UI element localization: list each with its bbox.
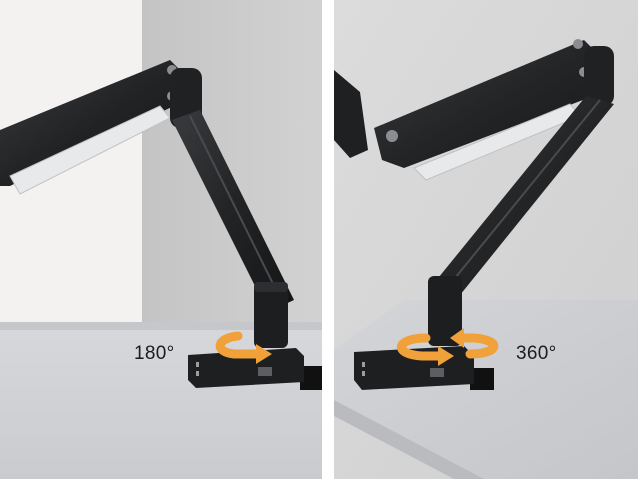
panel-360: 360° [334,0,638,479]
rotation-arrowhead [450,328,464,348]
pivot-screw [386,130,398,142]
desk-edge [334,400,484,479]
usb-port [196,362,199,367]
monitor-mount [334,70,368,158]
pole [254,282,288,348]
lower-arm [430,96,614,300]
arm-highlight [441,99,601,295]
rotation-label-360: 360° [516,343,557,364]
usb-port [196,371,199,376]
ethernet-port [430,368,444,377]
arm-highlight [189,115,283,303]
ethernet-port [258,367,272,376]
elbow-joint [584,46,614,106]
clamp [300,366,322,390]
upper-arm [0,60,186,186]
lower-arm [172,110,294,312]
clamp [470,368,494,390]
rotation-arrowhead [256,344,272,364]
usb-port [362,371,365,376]
side-wall [142,0,322,322]
pole-cap [254,282,288,292]
usb-port [362,362,365,367]
scene-360 [334,0,638,479]
rotation-arc-back [457,333,499,359]
upper-arm [374,40,604,168]
desk-edge [0,322,322,330]
rotation-arrowhead [438,346,454,366]
rotation-arrow [396,328,499,366]
rotation-arc-front [396,333,445,361]
pole [428,276,462,346]
panel-divider [322,0,334,479]
rotation-arrow [215,331,272,364]
rotation-arc [215,331,263,359]
pivot-screw [573,39,583,49]
base-hub [188,348,304,388]
rotation-label-180: 180° [134,343,175,364]
panel-180: 180° [0,0,322,479]
scene-180 [0,0,322,479]
